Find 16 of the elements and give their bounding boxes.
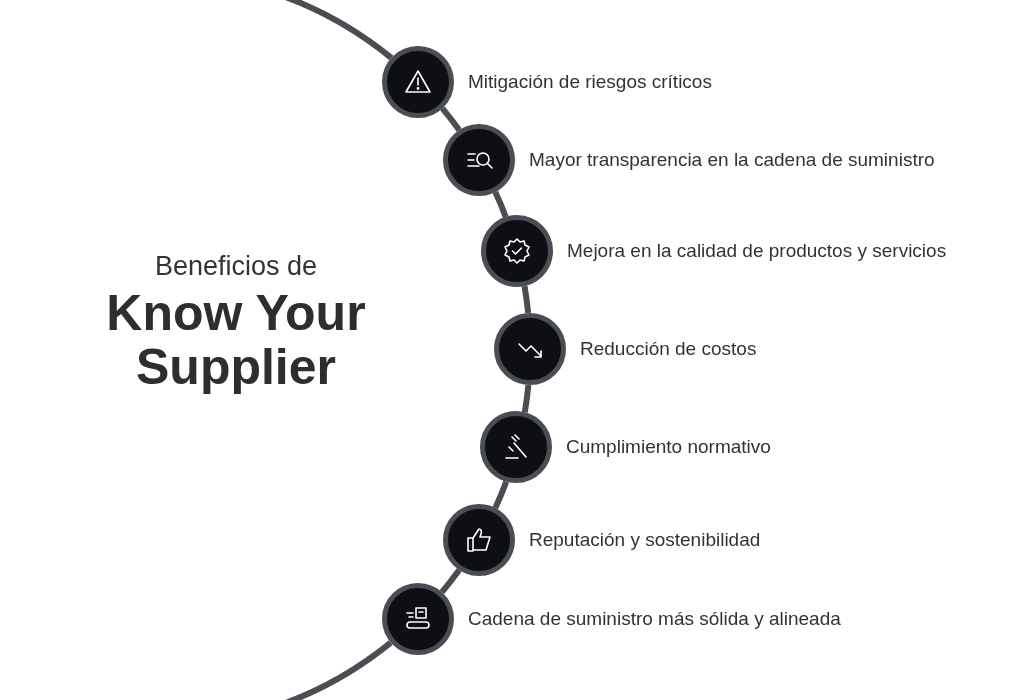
benefit-text: Mejora en la calidad de productos y servicios [567, 240, 947, 262]
benefit-text: Mayor transparencia en la cadena de suministro [529, 149, 935, 171]
benefit-text: Mitigación de riesgos críticos [468, 71, 712, 93]
connector-arc [440, 106, 462, 132]
benefit-text: Reducción de costos [580, 338, 757, 360]
connector-arc [521, 285, 532, 314]
benefit-text: Reputación y sostenibilidad [529, 529, 761, 551]
connector-arc [439, 568, 462, 595]
icon-circle [382, 583, 454, 655]
benefit-text: Cumplimiento normativo [566, 436, 771, 458]
connector-arc [521, 384, 532, 413]
icon-circle [382, 46, 454, 118]
title: Beneficios de Know Your Supplier [105, 252, 367, 394]
benefit-text: Cadena de suministro más sólida y alineada [468, 608, 841, 630]
connector-arc [492, 190, 509, 218]
connector-arc [492, 480, 510, 510]
